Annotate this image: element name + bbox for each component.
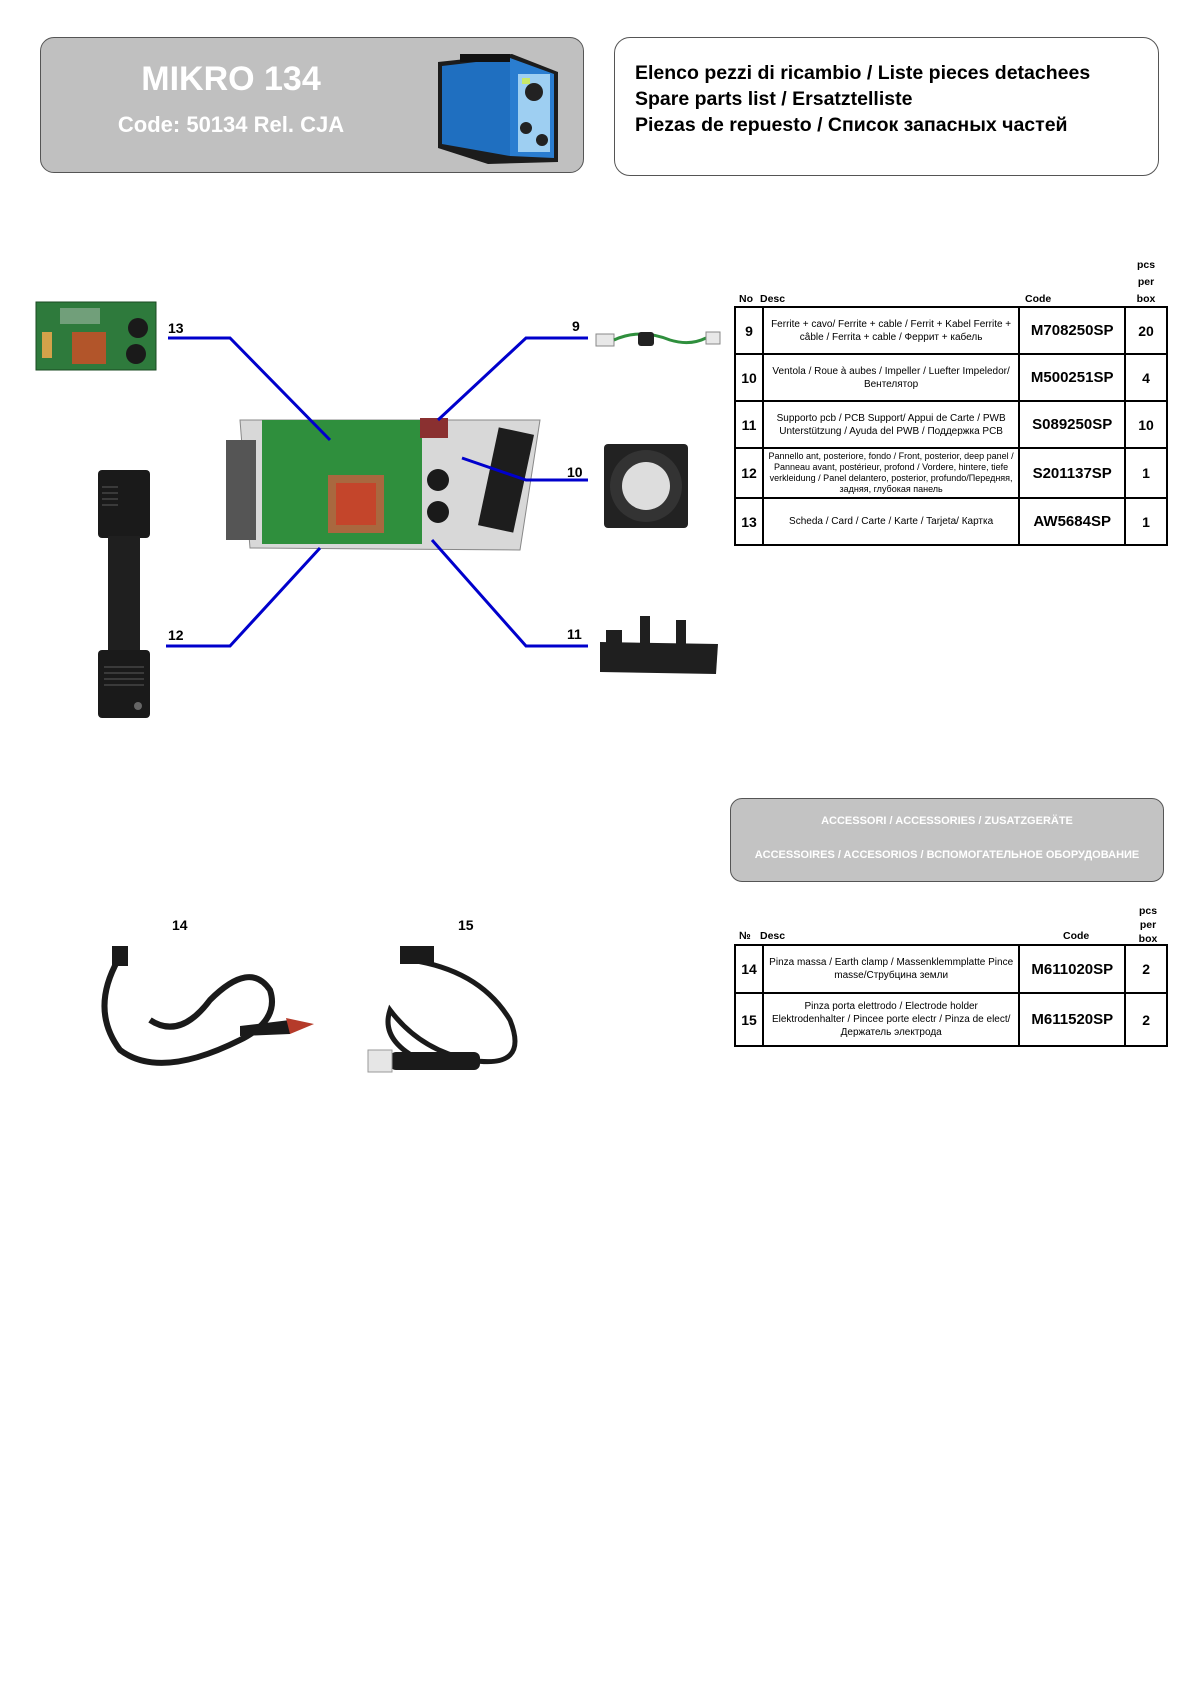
leader-line-11 (430, 539, 588, 648)
accessories-table: 14 Pinza massa / Earth clamp / Massenkle… (734, 944, 1168, 1047)
callout-9: 9 (572, 318, 580, 334)
col-header-code: Code (1025, 293, 1052, 305)
leader-line-13 (168, 336, 332, 442)
callout-15: 15 (458, 917, 474, 933)
table-row: 14 Pinza massa / Earth clamp / Massenkle… (734, 944, 1168, 994)
part-10-fan-image (604, 444, 688, 528)
col-header-pcs: pcs per box (1136, 259, 1156, 305)
acc-col-header-desc: Desc (760, 930, 786, 942)
part-9-ferrite-cable-image (595, 331, 721, 347)
inverter-assembly-image (226, 418, 541, 551)
table-row: 15 Pinza porta elettrodo / Electrode hol… (734, 992, 1168, 1047)
leader-line-12 (166, 546, 322, 648)
part-15-electrode-holder-image (367, 946, 518, 1073)
document-title-box: Elenco pezzi di ricambio / Liste pieces … (614, 37, 1159, 176)
col-header-no: No (739, 293, 753, 305)
callout-14: 14 (172, 917, 188, 933)
doc-title-line-1: Elenco pezzi di ricambio / Liste pieces … (635, 62, 1091, 84)
callout-12: 12 (168, 627, 184, 643)
callout-10: 10 (567, 464, 583, 480)
part-11-support-image (600, 616, 718, 674)
table-row: 11 Supporto pcb / PCB Support/ Appui de … (734, 400, 1168, 449)
part-13-pcb-image (35, 301, 157, 371)
table-row: 9 Ferrite + cavo/ Ferrite + cable / Ferr… (734, 306, 1168, 355)
leader-line-9 (436, 336, 588, 422)
accessories-line-2: ACCESSOIRES / ACCESORIOS / ВСПОМОГАТЕЛЬН… (754, 849, 1140, 861)
acc-col-header-no: № (739, 930, 751, 942)
table-row: 12 Pannello ant, posteriore, fondo / Fro… (734, 447, 1168, 499)
callout-11: 11 (567, 626, 582, 642)
col-header-desc: Desc (760, 293, 786, 305)
part-12-panel-image (98, 470, 150, 718)
welder-product-image (438, 54, 558, 164)
leader-line-10 (461, 456, 588, 482)
model-code: Code: 50134 Rel. CJA (117, 112, 345, 137)
accessories-images (101, 946, 518, 1073)
exploded-diagram (35, 301, 721, 718)
callout-13: 13 (168, 320, 184, 336)
title-box: MIKRO 134 Code: 50134 Rel. CJA (40, 37, 584, 173)
acc-col-header-code: Code (1063, 930, 1090, 942)
doc-title-line-3: Piezas de repuesto / Список запасных час… (635, 114, 1068, 136)
spare-parts-table: 9 Ferrite + cavo/ Ferrite + cable / Ferr… (734, 306, 1168, 546)
accessories-line-1: ACCESSORI / ACCESSORIES / ZUSATZGERÄTE (821, 815, 1073, 827)
table-row: 13 Scheda / Card / Carte / Karte / Tarje… (734, 497, 1168, 546)
table-row: 10 Ventola / Roue à aubes / Impeller / L… (734, 353, 1168, 402)
doc-title-line-2: Spare parts list / Ersatztelliste (635, 88, 913, 110)
accessories-banner: ACCESSORI / ACCESSORIES / ZUSATZGERÄTE A… (730, 798, 1164, 882)
model-title: MIKRO 134 (141, 60, 321, 98)
part-14-earth-clamp-image (101, 946, 314, 1066)
acc-col-header-pcs: pcs per box (1138, 905, 1158, 945)
